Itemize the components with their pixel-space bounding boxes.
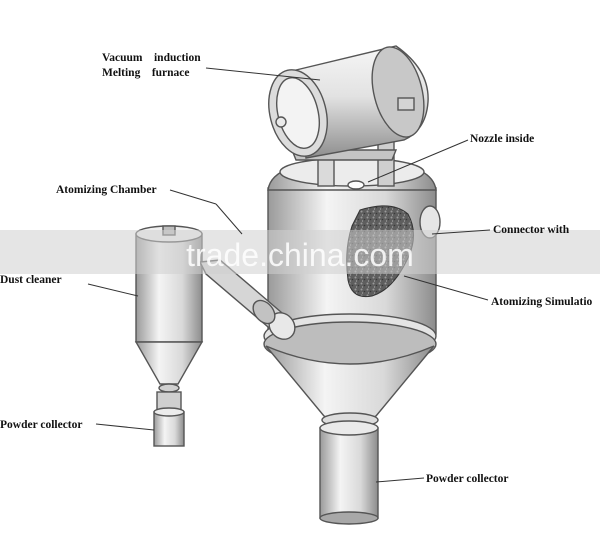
label-powder-collector-right: Powder collector bbox=[426, 473, 509, 485]
atomizing-chamber-body bbox=[263, 157, 441, 525]
watermark-band: trade.china.com bbox=[0, 230, 600, 274]
label-nozzle-inside: Nozzle inside bbox=[470, 133, 534, 145]
label-dust-cleaner: Dust cleaner bbox=[0, 274, 62, 286]
label-atomizing-simulation: Atomizing Simulatio bbox=[491, 296, 593, 308]
label-connector-with: Connector with bbox=[493, 224, 570, 236]
label-atomizing-chamber: Atomizing Chamber bbox=[56, 184, 157, 196]
labels: Vacuum induction Melting furnace Nozzle … bbox=[0, 52, 593, 485]
vacuum-induction-furnace bbox=[268, 45, 429, 159]
leader-lines bbox=[87, 67, 491, 483]
label-vacuum-induction: Vacuum induction bbox=[102, 52, 201, 64]
watermark-text: trade.china.com bbox=[186, 237, 414, 273]
label-melting-furnace: Melting furnace bbox=[102, 67, 190, 79]
label-powder-collector-left: Powder collector bbox=[0, 419, 83, 431]
